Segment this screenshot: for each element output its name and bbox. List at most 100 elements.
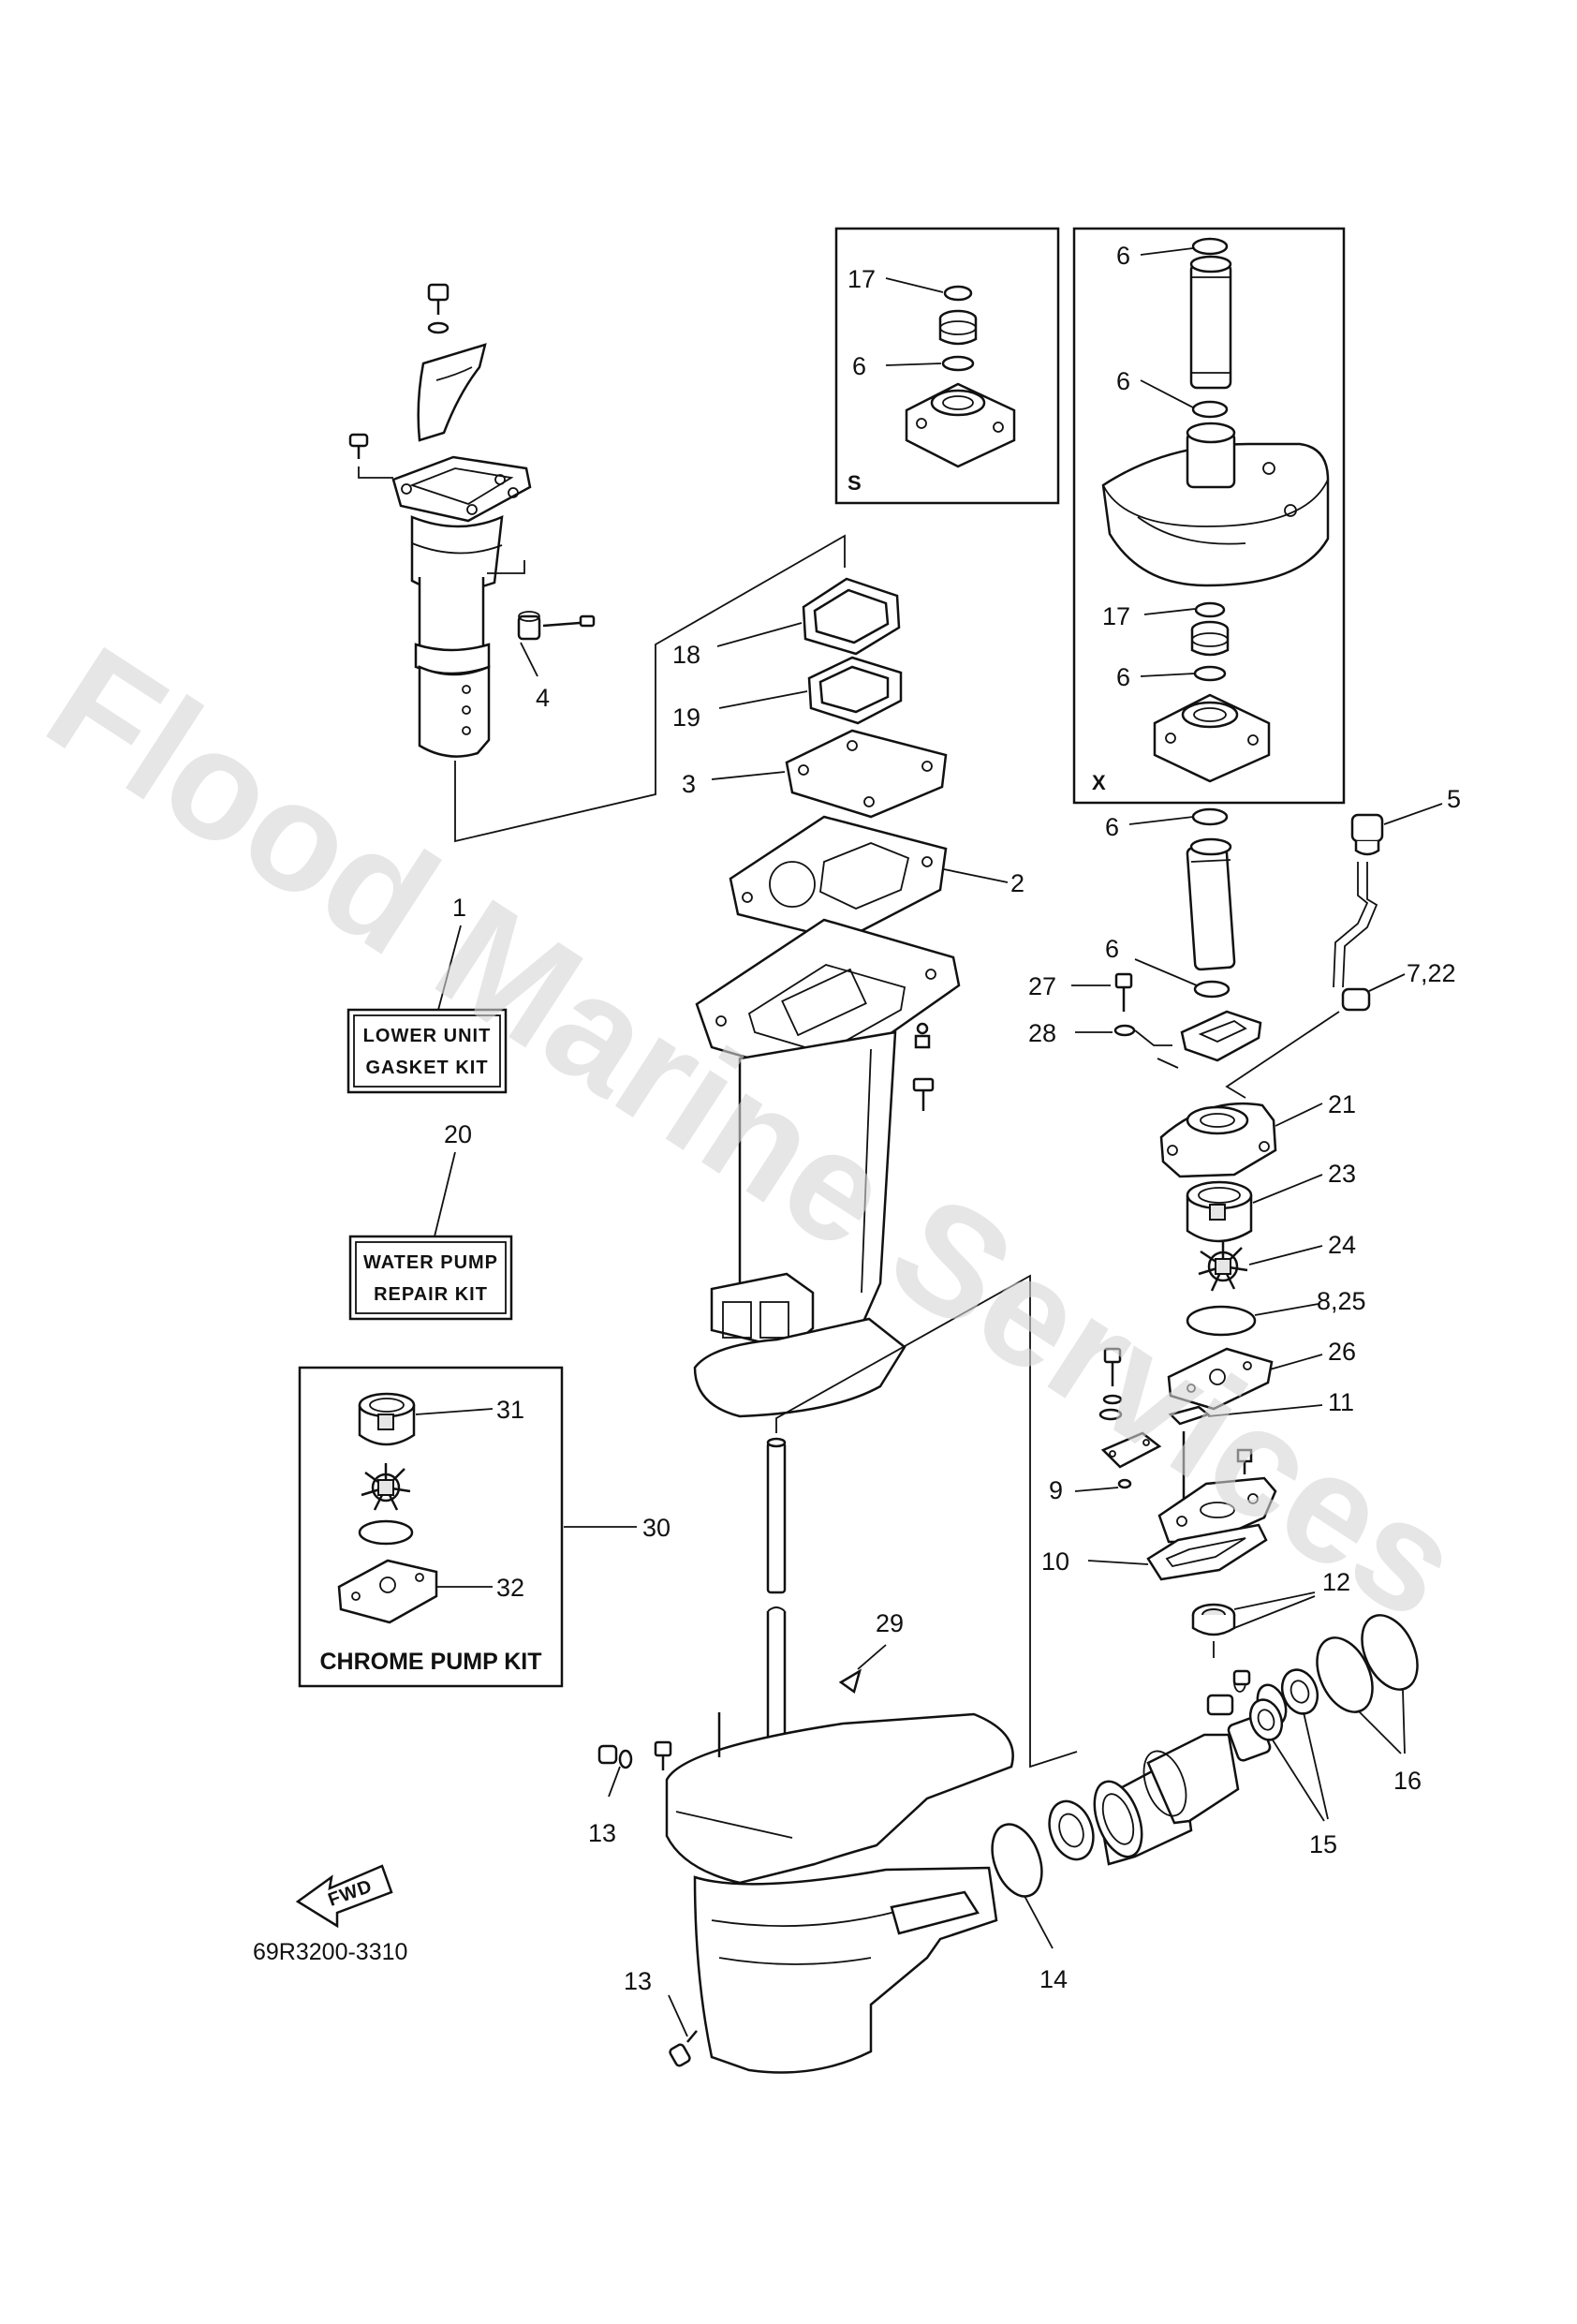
fwd-arrow: FWD [295,1864,393,1929]
screw-13-upper: 13 [588,1744,633,1847]
callout-6-x-low: 6 [1116,663,1130,691]
propeller-shaft-housing [1093,1733,1240,1866]
damper-4 [517,611,596,641]
callout-4: 4 [536,684,550,712]
casing-bracket [417,343,487,442]
upper-casing-assembly: 4 [348,283,846,843]
o-ring-6-x-low [1193,665,1227,682]
chrome-pump-kit-box: 31 32 CHROME PUMP KIT [298,1366,564,1688]
water-tube-seal-bracket [1134,1010,1262,1069]
callout-14: 14 [1039,1965,1068,1993]
plate-bracket [1100,1431,1162,1469]
variant-box-s: S 17 6 [834,227,1060,505]
part-code: 69R3200-3310 [253,1939,407,1965]
callout-23: 23 [1328,1160,1356,1188]
callout-6-b: 6 [1105,935,1119,963]
callout-6-a: 6 [1105,813,1119,841]
anti-cavitation-plate [693,1317,906,1418]
o-ring-14: 14 [991,1823,1068,1993]
callout-6-x-top: 6 [1116,242,1130,270]
impeller-24: 24 [1198,1231,1356,1292]
callout-7-22: 7,22 [1407,959,1456,987]
kit-label-lower-unit-line2: GASKET KIT [365,1058,488,1078]
insert-cartridge-23: 23 [1186,1160,1356,1243]
water-pump-housing-s [905,382,1016,468]
o-ring-17-x [1194,601,1226,618]
callout-11: 11 [1328,1388,1354,1416]
callout-26: 26 [1328,1338,1356,1366]
grommet-7-22: 7,22 [1225,959,1456,1099]
callout-29: 29 [876,1609,904,1637]
callout-17-s: 17 [847,265,876,293]
bolt-27: 27 [1028,972,1133,1012]
propeller-shaft [890,1890,980,1935]
callout-2: 2 [1010,869,1024,897]
callout-6-s: 6 [852,352,866,380]
gasket-2: 2 [729,815,1024,942]
callout-12: 12 [1322,1568,1350,1596]
lower-casing [654,1712,1014,2074]
upper-mount-plate [391,455,532,523]
o-ring-17-s [943,285,973,302]
o-ring-chrome [358,1519,414,1546]
gasket-18: 18 [672,577,901,669]
kit-label-chrome-pump: CHROME PUMP KIT [319,1649,541,1675]
screw-13-lower: 13 [624,1967,698,2067]
outer-plate-26: 26 [1167,1338,1356,1411]
o-ring-6-x-top [1191,237,1229,256]
bolt-pump [1098,1347,1123,1421]
water-tube-assembly: 6 6 [1105,807,1236,999]
grommet-x [1190,620,1230,657]
lower-casing-leg [418,665,491,758]
plate-32: 32 [337,1559,524,1624]
water-pump-housing-x [1153,693,1271,783]
cartridge-31: 31 [358,1392,524,1446]
gasket-10: 10 [1041,1523,1268,1581]
callout-15: 15 [1309,1830,1337,1858]
chrome-kit-leader-30: 30 [564,1514,671,1542]
bolt-upper-left [348,433,369,459]
grommet-s [938,309,978,346]
key-11: 11 [1168,1388,1354,1426]
callout-32: 32 [496,1574,524,1602]
exhaust-guide-x [1101,422,1330,587]
callout-21: 21 [1328,1090,1356,1118]
gasket-19: 19 [672,656,903,732]
washers-15: 15 [1248,1668,1337,1858]
callout-6-x-mid: 6 [1116,367,1130,395]
kit-label-lower-unit-line1: LOWER UNIT [363,1026,492,1046]
kit-label-water-pump-line2: REPAIR KIT [374,1284,488,1305]
callout-9: 9 [1049,1476,1063,1504]
pin-9: 9 [1049,1476,1132,1504]
o-ring-8-25: 8,25 [1186,1287,1366,1337]
callout-8-25: 8,25 [1317,1287,1366,1315]
upper-casing [693,918,961,1418]
callout-20: 20 [444,1120,472,1148]
callout-18: 18 [672,641,700,669]
callout-30: 30 [642,1514,671,1542]
o-ring-6-b [1193,980,1231,999]
callout-5: 5 [1447,785,1461,813]
pump-housing-21: 21 [1159,1090,1356,1178]
variant-label-s: S [847,471,862,495]
callout-28: 28 [1028,1019,1056,1047]
callout-27: 27 [1028,972,1056,1000]
callout-17-x: 17 [1102,602,1130,630]
callout-19: 19 [672,703,700,732]
variant-box-x: X [1072,227,1346,805]
callout-10: 10 [1041,1547,1069,1576]
gasket-3: 3 [682,729,948,819]
lower-unit-gasket-kit: 1 LOWER UNIT GASKET KIT [346,894,508,1094]
plug-29: 29 [838,1609,904,1695]
o-ring-6-a [1191,807,1229,826]
callout-13-lower: 13 [624,1967,652,1995]
o-ring-6-x-mid [1191,400,1229,419]
o-ring-6-s [941,355,975,372]
bolt-casing-a [914,1022,931,1049]
water-pump-repair-kit: 20 WATER PUMP REPAIR KIT [348,1120,513,1321]
callout-16: 16 [1393,1767,1422,1795]
callout-24: 24 [1328,1231,1356,1259]
callout-31: 31 [496,1396,524,1424]
bearing [1048,1799,1095,1861]
